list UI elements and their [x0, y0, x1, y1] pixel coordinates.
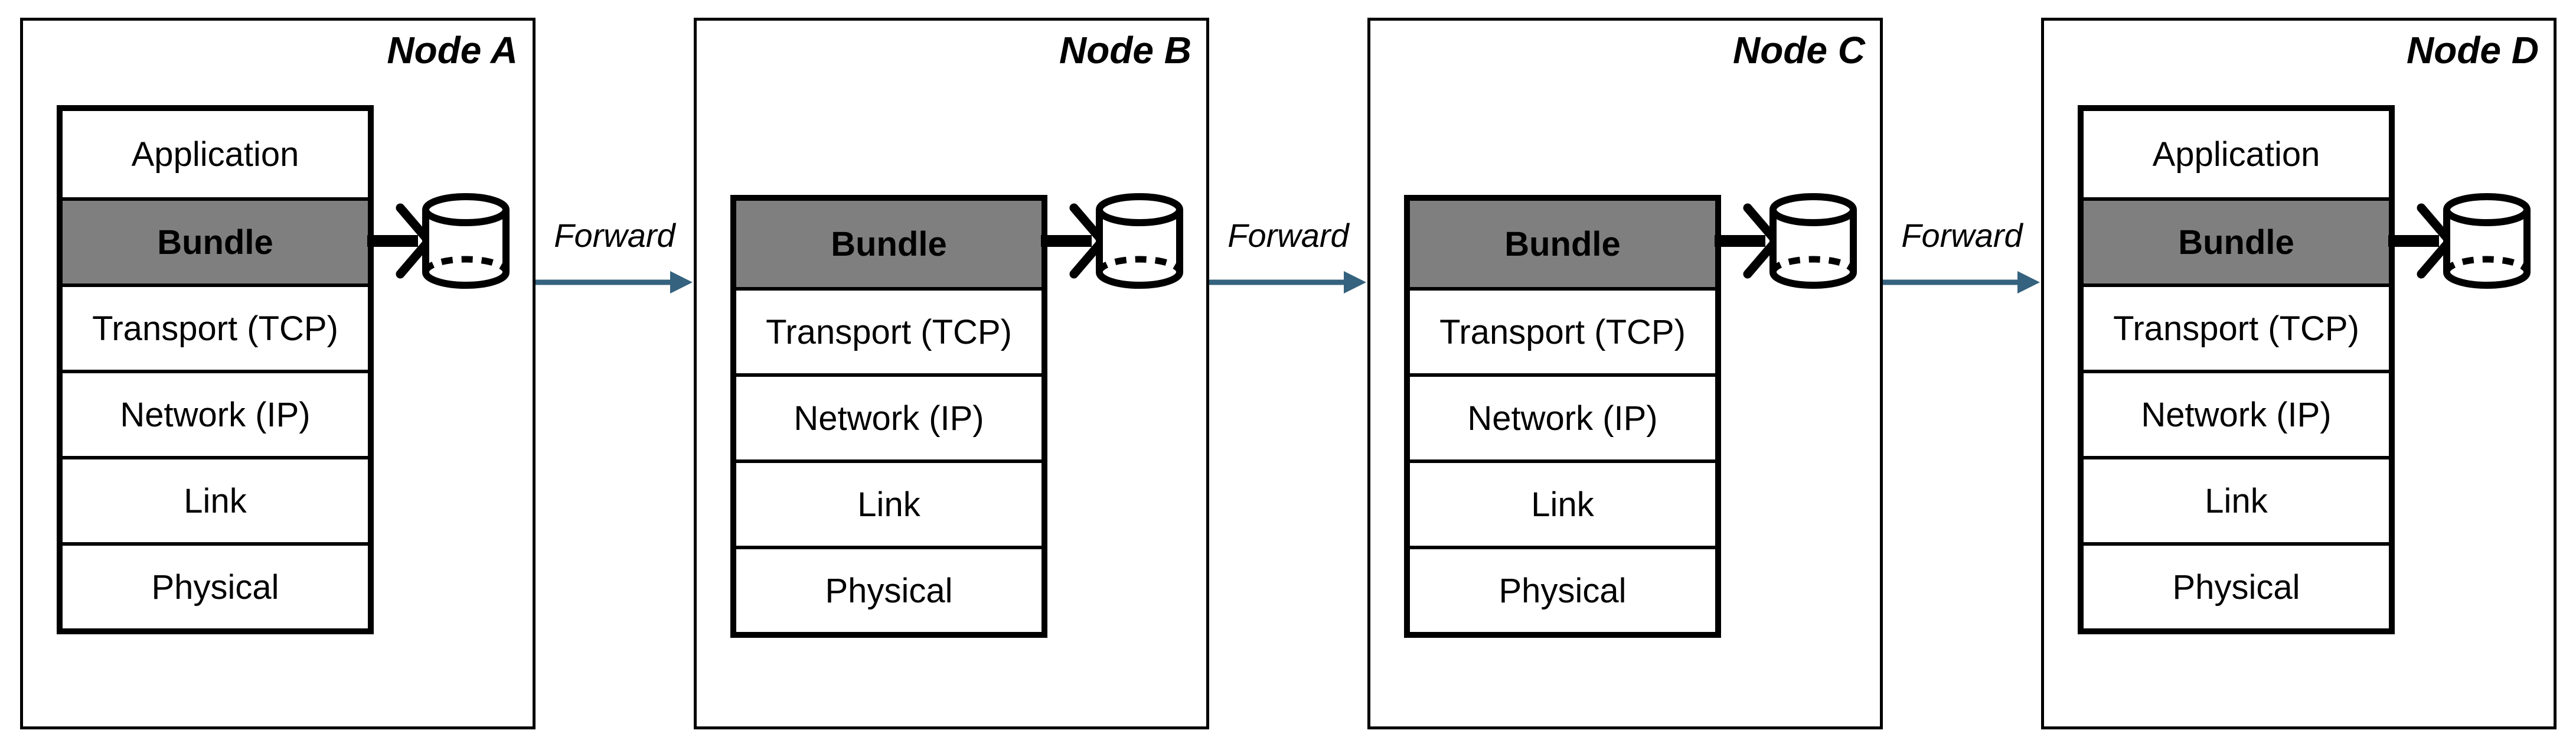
protocol-stack-a: Application Bundle Transport (TCP) Netwo…	[57, 105, 374, 634]
storage-cylinder-bottom	[2443, 272, 2531, 289]
forward-label: Forward	[1227, 217, 1349, 254]
storage-cylinder-icon	[2443, 193, 2531, 226]
bundle-storage-group	[2388, 193, 2531, 289]
storage-cylinder-hidden-edge	[422, 256, 510, 273]
bundle-storage-group	[1041, 193, 1183, 289]
layer-bundle: Bundle	[63, 197, 368, 283]
layer-physical: Physical	[1410, 546, 1715, 632]
node-title-b: Node B	[1059, 29, 1191, 71]
layer-physical: Physical	[736, 546, 1041, 632]
forward-connector-ab: Forward	[536, 217, 694, 300]
storage-cylinder-icon	[1096, 193, 1183, 226]
node-box-c: Node C Bundle Transport (TCP) Network (I…	[1367, 18, 1883, 729]
layer-physical: Physical	[63, 542, 368, 628]
forward-arrow-icon	[536, 271, 693, 294]
forward-connector-cd: Forward	[1883, 217, 2041, 300]
storage-cylinder-hidden-edge	[1096, 256, 1183, 273]
layer-link: Link	[63, 456, 368, 542]
forward-connector-bc: Forward	[1209, 217, 1367, 300]
forward-label: Forward	[554, 217, 675, 254]
layer-transport: Transport (TCP)	[1410, 287, 1715, 373]
forward-label: Forward	[1901, 217, 2023, 254]
forward-arrow-icon	[1209, 271, 1366, 294]
layer-transport: Transport (TCP)	[63, 283, 368, 370]
layer-application: Application	[2084, 111, 2389, 197]
layer-link: Link	[736, 459, 1041, 546]
bundle-storage-group	[367, 193, 510, 289]
storage-cylinder-icon	[422, 193, 510, 226]
storage-cylinder-bottom	[1769, 272, 1857, 289]
node-title-a: Node A	[387, 29, 518, 71]
storage-cylinder-body	[1099, 210, 1180, 285]
layer-transport: Transport (TCP)	[736, 287, 1041, 373]
layer-bundle: Bundle	[2084, 197, 2389, 283]
node-title-d: Node D	[2407, 29, 2539, 71]
storage-cylinder-hidden-edge	[2443, 256, 2531, 273]
node-title-c: Node C	[1733, 29, 1865, 71]
layer-network: Network (IP)	[736, 373, 1041, 459]
protocol-stack-d: Application Bundle Transport (TCP) Netwo…	[2078, 105, 2395, 634]
storage-cylinder-hidden-edge	[1769, 256, 1857, 273]
layer-network: Network (IP)	[63, 370, 368, 456]
layer-network: Network (IP)	[2084, 370, 2389, 456]
layer-link: Link	[1410, 459, 1715, 546]
layer-transport: Transport (TCP)	[2084, 283, 2389, 370]
layer-physical: Physical	[2084, 542, 2389, 628]
protocol-stack-c: Bundle Transport (TCP) Network (IP) Link…	[1404, 195, 1721, 638]
storage-cylinder-body	[426, 210, 506, 285]
node-box-b: Node B Bundle Transport (TCP) Network (I…	[694, 18, 1209, 729]
layer-application: Application	[63, 111, 368, 197]
forward-arrow-icon	[1883, 271, 2040, 294]
storage-cylinder-bottom	[1096, 272, 1183, 289]
layer-bundle: Bundle	[736, 201, 1041, 287]
layer-network: Network (IP)	[1410, 373, 1715, 459]
layer-bundle: Bundle	[1410, 201, 1715, 287]
node-box-d: Node D Application Bundle Transport (TCP…	[2041, 18, 2557, 729]
protocol-stack-b: Bundle Transport (TCP) Network (IP) Link…	[730, 195, 1047, 638]
storage-cylinder-icon	[1769, 193, 1857, 226]
storage-cylinder-bottom	[422, 272, 510, 289]
node-box-a: Node A Application Bundle Transport (TCP…	[20, 18, 536, 729]
layer-link: Link	[2084, 456, 2389, 542]
storage-cylinder-body	[2447, 210, 2527, 285]
storage-cylinder-body	[1773, 210, 1853, 285]
bundle-storage-group	[1715, 193, 1857, 289]
